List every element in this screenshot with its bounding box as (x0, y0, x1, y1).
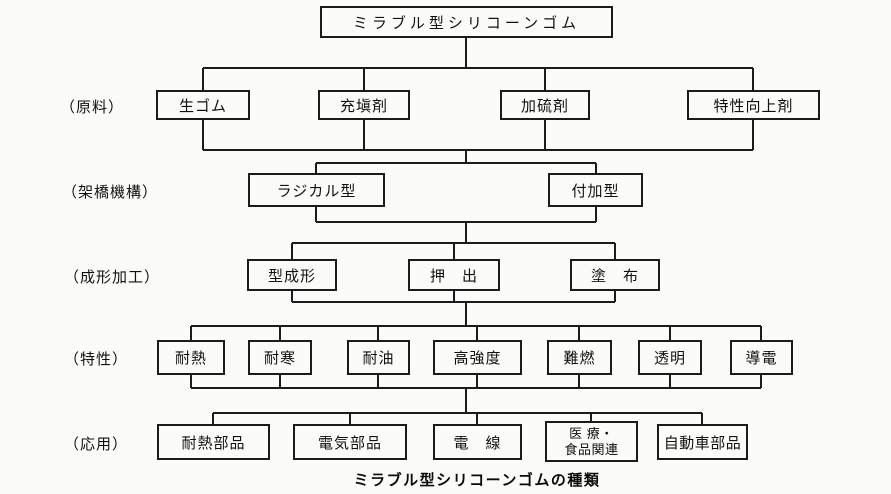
row-label-crosslinking-mechanism: （架橋機構） (62, 184, 159, 201)
node-coating: 塗 布 (570, 259, 660, 291)
row-label-raw-materials: （原料） (60, 99, 125, 116)
node-flame-retardant: 難燃 (547, 340, 612, 375)
node-mold-forming: 型成形 (247, 259, 337, 291)
node-heat-resistant-parts: 耐熱部品 (157, 424, 270, 460)
node-vulcanizing-agent: 加硫剤 (500, 90, 590, 120)
row-label-applications: （応用） (64, 436, 129, 453)
row-label-properties: （特性） (64, 351, 129, 368)
node-automotive-parts: 自動車部品 (657, 424, 748, 460)
node-extrusion: 押 出 (408, 259, 500, 291)
node-radical-type: ラジカル型 (248, 173, 385, 207)
node-electric-wire: 電 線 (433, 424, 522, 460)
node-property-improver: 特性向上剤 (687, 90, 820, 120)
node-electrical-parts: 電気部品 (293, 424, 407, 460)
node-millable-silicone-rubber: ミラブル型シリコーンゴム (320, 6, 613, 38)
node-cold-resistant: 耐寒 (248, 340, 312, 375)
diagram-caption: ミラブル型シリコーンゴムの種類 (353, 472, 601, 489)
node-conductive: 導電 (730, 340, 793, 375)
node-high-strength: 高強度 (433, 340, 522, 375)
node-transparent: 透明 (638, 340, 702, 375)
node-heat-resistant: 耐熱 (157, 340, 225, 375)
node-addition-type: 付加型 (548, 173, 643, 207)
node-medical-food-related: 医 療・ 食品関連 (545, 421, 638, 462)
node-oil-resistant: 耐油 (347, 340, 410, 375)
node-filler: 充塡剤 (318, 90, 410, 120)
row-label-forming-process: （成形加工） (64, 269, 161, 286)
node-raw-rubber: 生ゴム (156, 90, 250, 120)
